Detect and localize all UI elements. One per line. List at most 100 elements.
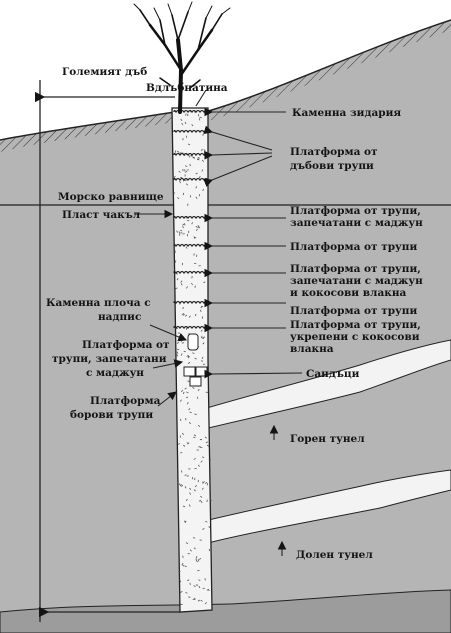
shaft-fill-mark <box>176 230 178 233</box>
shaft-fill-mark <box>208 548 211 552</box>
shaft-fill-mark <box>200 306 203 309</box>
shaft-platform <box>173 109 209 114</box>
shaft-fill-mark <box>185 113 187 116</box>
shaft-fill-mark <box>202 336 206 339</box>
shaft-fill-mark <box>179 580 182 583</box>
shaft-platform <box>173 152 209 157</box>
shaft-fill-mark <box>180 280 183 283</box>
shaft-fill-mark <box>200 329 203 332</box>
treasure-chests <box>183 366 208 387</box>
shaft-fill-mark <box>189 195 192 198</box>
shaft-fill-mark <box>182 223 185 226</box>
shaft-fill-mark <box>184 387 187 390</box>
shaft-fill-mark <box>204 436 207 439</box>
shaft-fill-mark <box>177 443 181 445</box>
label-reinforced-line3: влакна <box>290 343 334 355</box>
shaft-fill-mark <box>197 388 200 392</box>
shaft-fill-mark <box>180 451 183 454</box>
shaft-fill-mark <box>195 196 198 199</box>
shaft-fill-mark <box>184 486 187 489</box>
shaft-fill-mark <box>193 458 196 460</box>
ground-mass <box>0 20 451 633</box>
shaft-fill-mark <box>178 483 181 486</box>
shaft-fill-mark <box>186 286 188 289</box>
shaft-fill-mark <box>203 281 206 284</box>
shaft-fill-mark <box>180 353 183 356</box>
shaft-fill-mark <box>198 558 202 560</box>
shaft-fill-mark <box>182 555 184 558</box>
label-sea-level: Морско равнище <box>58 191 164 203</box>
shaft-fill-mark <box>193 489 196 492</box>
shaft-fill-mark <box>200 500 203 504</box>
label-log-platform: Платформа от трупи <box>290 241 417 253</box>
shaft-fill-mark <box>176 351 179 354</box>
shaft-fill-mark <box>201 456 205 458</box>
shaft-fill-mark <box>172 192 176 195</box>
shaft-fill-mark <box>201 359 203 363</box>
shaft-fill-mark <box>184 121 187 125</box>
upper-tunnel <box>199 339 451 431</box>
shaft-fill-mark <box>179 181 182 184</box>
label-left-putty-line3: с маджун <box>86 367 144 379</box>
shaft-fill-mark <box>180 283 183 286</box>
shaft-fill-mark <box>185 592 188 594</box>
shaft-fill-mark <box>182 505 186 508</box>
shaft-fill-mark <box>195 560 198 563</box>
shaft-fill-mark <box>181 432 185 435</box>
label-pine-line2: борови трупи <box>70 409 153 421</box>
shaft-fill-mark <box>198 175 201 179</box>
shaft-fill-mark <box>186 402 189 405</box>
label-gravel-layer: Пласт чакъл <box>62 209 141 221</box>
shaft-platform <box>173 177 209 182</box>
label-left-putty-line2: трупи, запечатани <box>52 353 167 365</box>
shaft-fill-mark <box>178 170 181 173</box>
shaft-fill-mark <box>189 549 192 552</box>
shaft-fill-mark <box>194 485 197 488</box>
label-big-oak: Големият дъб <box>62 66 147 78</box>
leader-arrows <box>134 89 303 556</box>
shaft-platform <box>173 325 209 330</box>
shaft-fill-mark <box>184 314 188 317</box>
shaft-fill-mark <box>185 165 188 167</box>
shaft-fill-mark <box>187 143 191 146</box>
label-reinforced-line1: Платформа от трупи, <box>290 319 421 331</box>
shaft-fill-mark <box>185 183 189 186</box>
shaft-fill-mark <box>189 411 192 414</box>
label-stone-masonry: Каменна зидария <box>292 107 401 119</box>
shaft-fill-mark <box>195 226 198 228</box>
shaft-fill-mark <box>182 313 185 316</box>
shaft-fill-mark <box>176 197 180 199</box>
shaft-fill-mark <box>180 390 184 392</box>
shaft-fill-mark <box>189 487 192 490</box>
shaft-fill-mark <box>189 492 191 495</box>
shaft-fill-mark <box>192 352 195 354</box>
label-sealed-platform-line2: запечатани с маджун <box>290 217 423 229</box>
shaft-fill-mark <box>197 156 200 159</box>
shaft-fill-mark <box>178 570 181 573</box>
shaft-fill-mark <box>198 500 202 502</box>
shaft-fill-mark <box>202 528 205 530</box>
label-putty-coconut-line3: и кокосови влакна <box>290 287 407 299</box>
shaft-fill-mark <box>197 424 201 427</box>
shaft-fill-mark <box>193 585 196 587</box>
shaft-fill-mark <box>181 122 184 126</box>
shaft-fill-mark <box>200 309 202 312</box>
label-putty-coconut-line1: Платформа от трупи, <box>290 263 421 275</box>
shaft-fill-mark <box>183 391 185 395</box>
shaft-fill-mark <box>192 387 195 389</box>
label-sealed-platform-line1: Платформа от трупи, <box>290 205 421 217</box>
shaft-fill-mark <box>198 446 201 448</box>
shaft-fill-mark <box>181 484 184 487</box>
label-depression: Вдлъбнатина <box>146 82 228 94</box>
shaft-platform <box>173 300 209 305</box>
shaft-fill-mark <box>200 495 203 498</box>
label-stone-slab-line1: Каменна плоча с <box>46 297 151 309</box>
shaft-fill-mark <box>194 285 196 288</box>
label-putty-coconut-line2: запечатани с маджун <box>290 275 423 287</box>
shaft-fill-mark <box>201 337 205 340</box>
shaft-fill-mark <box>184 520 186 524</box>
shaft-fill-mark <box>204 578 206 581</box>
shaft-fill-mark <box>189 504 191 507</box>
shaft-fill-mark <box>205 481 208 485</box>
shaft-fill-mark <box>200 599 203 602</box>
